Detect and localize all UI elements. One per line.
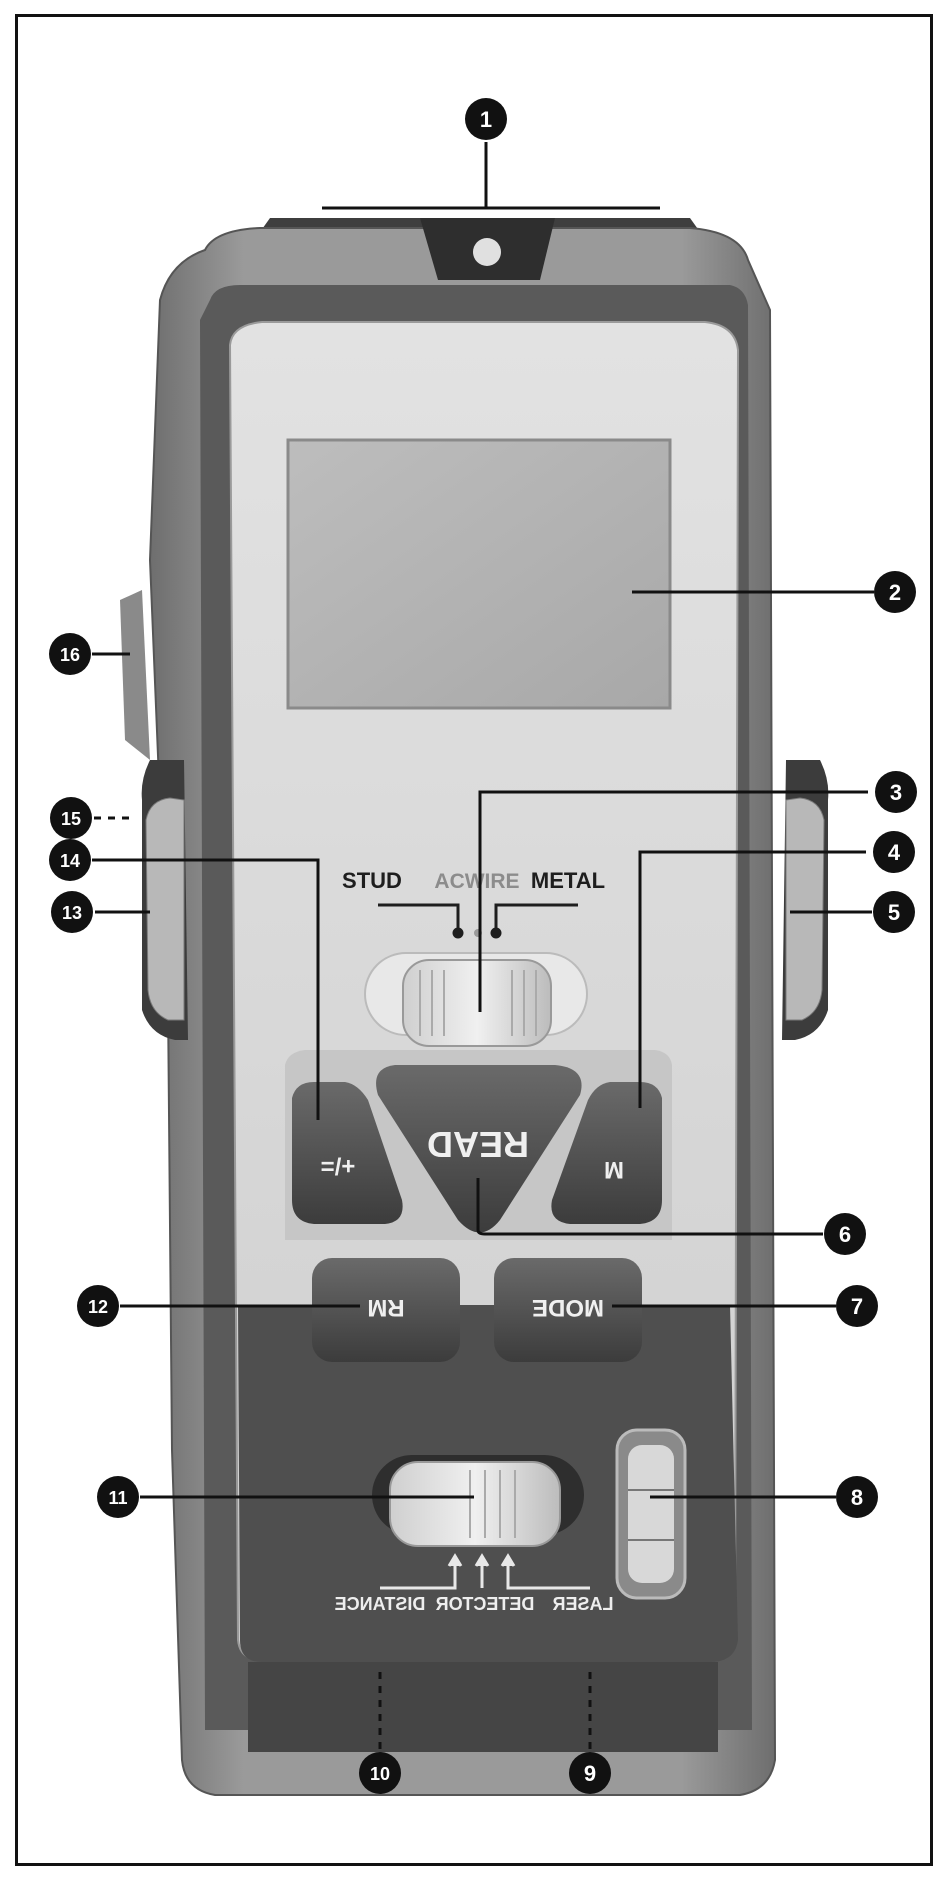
callout-6: 6	[824, 1213, 866, 1255]
callout-3: 3	[875, 771, 917, 813]
callout-10: 10	[359, 1752, 401, 1794]
callout-11: 11	[97, 1476, 139, 1518]
callout-8: 8	[836, 1476, 878, 1518]
svg-text:15: 15	[61, 809, 81, 829]
svg-text:10: 10	[370, 1764, 390, 1784]
bubble-level	[617, 1430, 685, 1598]
svg-text:1: 1	[480, 107, 492, 132]
switch-label-metal: METAL	[531, 868, 605, 893]
mode-button[interactable]: MODE	[494, 1258, 642, 1362]
plus-equals-label: +/=	[321, 1152, 356, 1179]
svg-text:16: 16	[60, 645, 80, 665]
rm-button[interactable]: RM	[312, 1258, 460, 1362]
svg-text:6: 6	[839, 1222, 851, 1247]
svg-text:12: 12	[88, 1297, 108, 1317]
callout-2: 2	[874, 571, 916, 613]
svg-text:7: 7	[851, 1294, 863, 1319]
bottom-label-laser: LASER	[552, 1594, 613, 1614]
lcd-screen	[288, 440, 670, 708]
callout-16: 16	[49, 633, 91, 675]
bottom-label-distance: DISTANCE	[335, 1594, 426, 1614]
callout-4: 4	[873, 831, 915, 873]
mode-selector-switch[interactable]	[365, 953, 587, 1046]
svg-text:5: 5	[888, 900, 900, 925]
switch-label-stud: STUD	[342, 868, 402, 893]
svg-text:14: 14	[60, 851, 80, 871]
read-label: READ	[427, 1124, 529, 1165]
callout-7: 7	[836, 1285, 878, 1327]
switch-label-acwire: ACWIRE	[434, 870, 519, 893]
svg-text:4: 4	[888, 840, 901, 865]
svg-text:2: 2	[889, 580, 901, 605]
rm-label: RM	[367, 1294, 404, 1321]
callout-5: 5	[873, 891, 915, 933]
right-side-grip	[782, 760, 828, 1040]
callout-13: 13	[51, 891, 93, 933]
memory-label: M	[604, 1156, 624, 1183]
svg-text:3: 3	[890, 780, 902, 805]
svg-text:13: 13	[62, 903, 82, 923]
svg-text:11: 11	[108, 1488, 127, 1508]
svg-text:8: 8	[851, 1485, 863, 1510]
mode-label: MODE	[532, 1294, 604, 1321]
callout-1: 1	[465, 98, 507, 140]
callout-12: 12	[77, 1285, 119, 1327]
callout-14: 14	[49, 839, 91, 881]
function-selector-switch[interactable]	[372, 1455, 584, 1546]
bottom-label-detector: DETECTOR	[436, 1594, 535, 1614]
callout-9: 9	[569, 1752, 611, 1794]
callout-15: 15	[50, 797, 92, 839]
svg-text:9: 9	[584, 1761, 596, 1786]
